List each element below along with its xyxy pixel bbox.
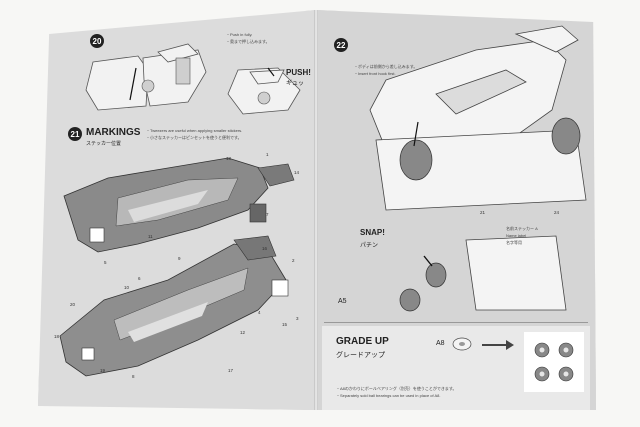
sticker-num-24: 24: [554, 210, 560, 215]
sticker-num-7: 7: [266, 212, 269, 217]
grade-up-subtitle: グレードアップ: [336, 352, 385, 359]
step-22-note-1: ・ボディは前側から差し込みます。: [354, 64, 418, 69]
sticker-num-8: 8: [132, 374, 135, 379]
sticker-num-1: 1: [266, 152, 269, 157]
part-label-a8: A8: [436, 340, 445, 347]
sticker-num-9: 9: [178, 256, 181, 261]
sticker-num-13: 13: [226, 156, 232, 161]
sticker-num-20: 20: [70, 302, 76, 307]
step-20-badge: 20: [90, 34, 104, 48]
instruction-booklet: 20 ・Push in fully. ・奥まで押し込みます。 PUSH! ギュッ…: [38, 10, 596, 410]
push-label-en: PUSH!: [286, 68, 311, 77]
step-21-note-2: ・小さなステッカーはピンセットを使うと便利です。: [146, 135, 242, 140]
step-22-note-2: ・Insert front hook first.: [354, 71, 396, 76]
sticker-num-18: 18: [54, 334, 60, 339]
sticker-num-14: 14: [294, 170, 300, 175]
grade-up-separator: [324, 322, 588, 323]
sticker-num-19: 19: [100, 368, 106, 373]
name-sticker-label-en: Name label: [506, 233, 527, 238]
ball-bearings-photo: [524, 332, 584, 392]
markings-title: MARKINGS: [86, 127, 141, 138]
step-22-badge: 22: [334, 38, 348, 52]
sticker-num-3: 3: [296, 316, 299, 321]
sticker-num-15: 15: [282, 322, 288, 327]
sticker-num-21: 21: [480, 210, 486, 215]
sticker-num-10: 10: [124, 285, 130, 290]
name-sticker-label-jp: 名前ステッカー A: [506, 226, 538, 231]
step-21-note-1: ・Tweezers are useful when applying small…: [146, 128, 243, 133]
markings-subtitle: ステッカー位置: [86, 141, 122, 147]
step-22-illustration: [369, 25, 587, 312]
sticker-num-12: 12: [240, 330, 246, 335]
push-label-jp: ギュッ: [286, 81, 305, 87]
sticker-num-4: 4: [258, 310, 261, 315]
sticker-num-6: 6: [138, 276, 141, 281]
markings-body-illustrations: [59, 157, 295, 377]
sticker-num-17: 17: [228, 368, 234, 373]
sticker-num-2: 2: [292, 258, 295, 263]
snap-label-en: SNAP!: [360, 228, 385, 237]
sticker-num-16: 16: [262, 246, 268, 251]
part-label-a5: A5: [338, 298, 347, 305]
booklet-spine: [314, 10, 318, 410]
step-20-illustration: [85, 43, 301, 115]
sticker-num-11: 11: [148, 234, 153, 239]
name-sticker-label-jp2: 名字等用: [506, 240, 522, 245]
grade-up-title: GRADE UP: [336, 336, 389, 347]
step-20-note-2: ・奥まで押し込みます。: [226, 39, 270, 44]
grade-up-note-2: ・Separately sold ball bearings can be us…: [336, 393, 441, 398]
step-21-badge: 21: [68, 127, 82, 141]
step-20-note-1: ・Push in fully.: [226, 32, 253, 37]
sticker-num-5: 5: [104, 260, 107, 265]
grade-up-note-1: ・A8のかわりにボールベアリング（別売）を使うことができます。: [336, 386, 457, 391]
snap-label-jp: パチン: [360, 243, 379, 249]
